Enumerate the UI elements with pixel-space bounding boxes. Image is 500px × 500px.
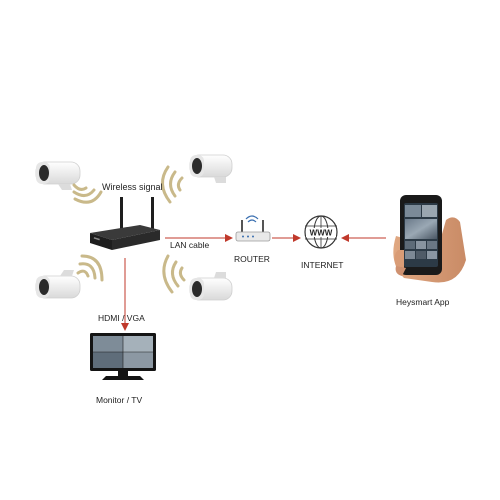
globe-text: WWW — [310, 229, 333, 238]
wireless-signal-icon — [162, 254, 186, 294]
phone-icon — [393, 195, 466, 283]
wireless-signal-icon — [76, 254, 104, 282]
globe-icon: WWW — [304, 215, 338, 249]
camera-icon — [35, 161, 81, 190]
router-icon — [235, 215, 271, 242]
monitor-icon — [90, 333, 156, 380]
router-label: ROUTER — [234, 254, 270, 264]
camera-icon — [189, 272, 233, 301]
nvr-icon — [90, 197, 160, 250]
hdmi-vga-label: HDMI / VGA — [98, 313, 145, 323]
app-label: Heysmart App — [396, 297, 450, 307]
wireless-signal-icon — [161, 165, 184, 204]
camera-icon — [35, 270, 81, 299]
wireless-signal-icon — [72, 183, 103, 204]
camera-icon — [189, 154, 233, 183]
internet-label: INTERNET — [301, 260, 344, 270]
wireless-signal-label: Wireless signal — [102, 182, 163, 192]
monitor-tv-label: Monitor / TV — [96, 395, 143, 405]
lan-cable-label: LAN cable — [170, 240, 210, 250]
